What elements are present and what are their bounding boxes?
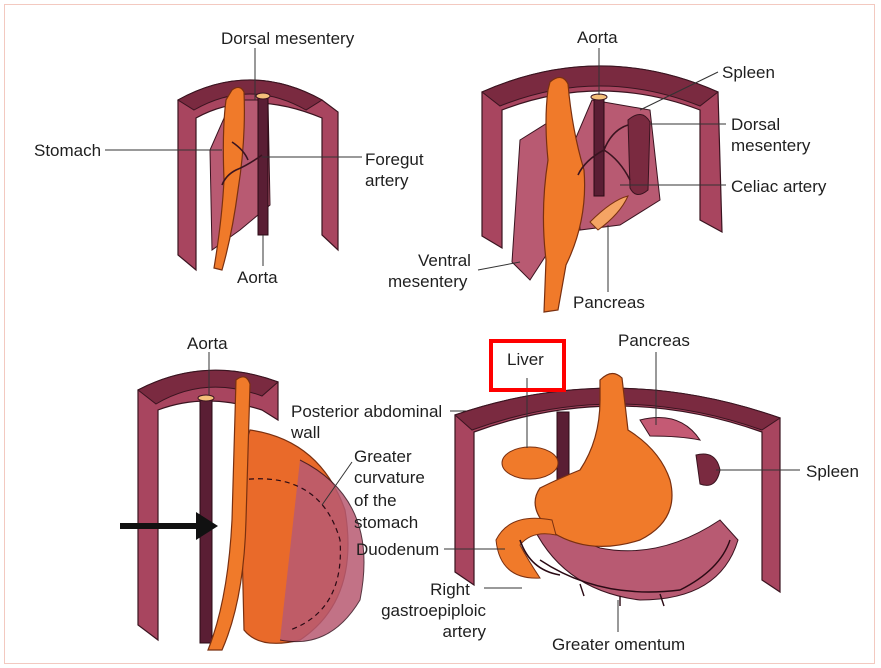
label-spleen-1: Spleen	[722, 62, 775, 83]
label-foregut-line1: Foregut	[365, 149, 424, 170]
label-ventral-line1: Ventral	[418, 250, 471, 271]
stomach-shape	[543, 77, 584, 312]
liver-shape	[502, 447, 558, 479]
label-posterior-wall-line2: wall	[291, 422, 320, 443]
label-celiac-artery: Celiac artery	[731, 176, 826, 197]
leader-ventral	[478, 262, 520, 270]
label-stomach: Stomach	[34, 140, 101, 161]
liver-highlight-box	[489, 339, 566, 392]
aorta-vessel	[594, 96, 604, 196]
label-aorta-3: Aorta	[187, 333, 228, 354]
label-aorta-1: Aorta	[237, 267, 278, 288]
label-posterior-wall-line1: Posterior abdominal	[291, 401, 442, 422]
label-ventral-line2: mesentery	[388, 271, 467, 292]
label-aorta-2: Aorta	[577, 27, 618, 48]
aorta-vessel	[258, 95, 268, 235]
label-greater-curvature-line4: stomach	[354, 512, 418, 533]
label-duodenum: Duodenum	[356, 539, 439, 560]
label-greater-curvature-line2: curvature	[354, 467, 425, 488]
pancreas-shape	[640, 418, 700, 441]
label-greater-curvature-line1: Greater	[354, 446, 412, 467]
spleen-shape	[628, 114, 650, 194]
aorta-opening	[198, 395, 214, 401]
panel-4-drawing	[444, 352, 800, 632]
label-dorsal-mesentery: Dorsal mesentery	[221, 28, 354, 49]
panel-1-drawing	[105, 48, 362, 270]
label-greater-curvature-line3: of the	[354, 490, 397, 511]
panel-2-drawing	[478, 48, 726, 312]
label-right-gastroepiploic-line3: artery	[414, 621, 486, 642]
label-right-gastroepiploic-line1: Right	[414, 579, 486, 600]
label-dorsal-mesentery-2-line2: mesentery	[731, 135, 810, 156]
label-dorsal-mesentery-2-line1: Dorsal	[731, 114, 780, 135]
label-pancreas-2: Pancreas	[618, 330, 690, 351]
label-greater-omentum: Greater omentum	[552, 634, 685, 655]
label-pancreas-1: Pancreas	[573, 292, 645, 313]
label-right-gastroepiploic-line2: gastroepiploic	[370, 600, 486, 621]
label-foregut-line2: artery	[365, 170, 408, 191]
label-spleen-2: Spleen	[806, 461, 859, 482]
aorta-opening	[256, 93, 270, 99]
